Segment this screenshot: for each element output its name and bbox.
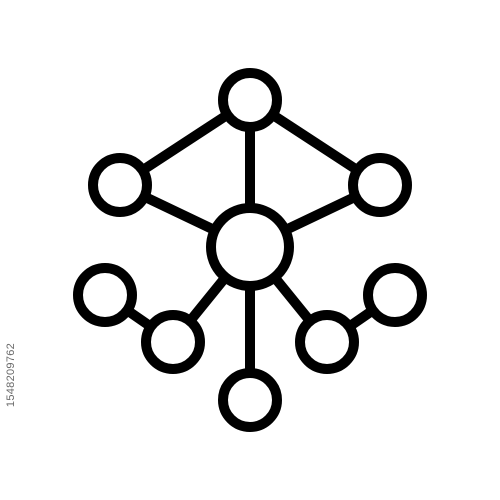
watermark-id: 1548209762 xyxy=(4,250,18,500)
node-left xyxy=(88,153,152,217)
node-center xyxy=(206,203,294,291)
node-top xyxy=(218,68,282,132)
nodes xyxy=(73,68,427,432)
node-far-left xyxy=(73,263,137,327)
node-bottom xyxy=(218,368,282,432)
watermark-id-text: 1548209762 xyxy=(5,342,17,408)
node-far-right xyxy=(363,263,427,327)
node-lower-right xyxy=(295,310,359,374)
node-right xyxy=(348,153,412,217)
node-lower-left xyxy=(141,310,205,374)
